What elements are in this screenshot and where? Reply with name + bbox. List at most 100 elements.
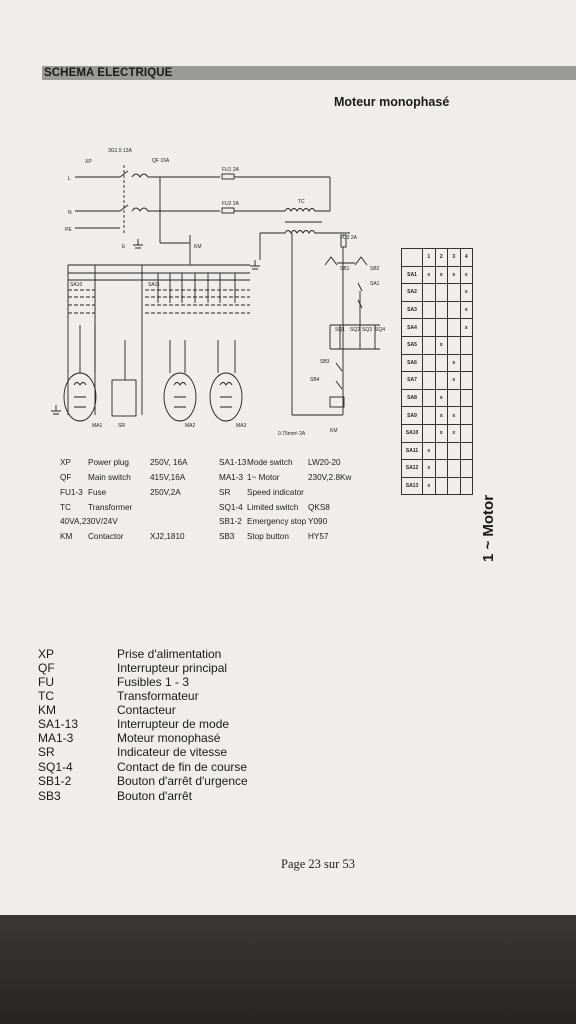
legend-code: SA1-13 bbox=[38, 717, 79, 731]
component-name: Speed indicator bbox=[247, 488, 304, 497]
legend-desc: Bouton d'arrêt bbox=[117, 789, 193, 803]
legend-code: FU bbox=[38, 675, 54, 689]
label-qf: QF 16A bbox=[152, 158, 170, 164]
legend-desc: Prise d'alimentation bbox=[117, 647, 222, 661]
legend-code: KM bbox=[38, 703, 56, 717]
table-cell bbox=[447, 300, 461, 320]
table-cell bbox=[447, 459, 461, 478]
label-e: E bbox=[122, 244, 126, 250]
component-code: XP bbox=[60, 458, 71, 467]
label-sq2: SQ2 bbox=[350, 327, 360, 333]
table-row-label: SA1 bbox=[401, 265, 423, 285]
table-cell bbox=[459, 388, 473, 408]
legend-desc: Interrupteur de mode bbox=[117, 717, 230, 731]
label-km2: KM bbox=[330, 428, 338, 434]
legend-code: SB3 bbox=[38, 789, 61, 803]
component-rating: HY57 bbox=[308, 532, 329, 541]
component-name: Emergency stop bbox=[247, 517, 307, 526]
table-cell bbox=[434, 353, 448, 373]
document-page: SCHEMA ELECTRIQUE Moteur monophasé bbox=[0, 0, 576, 918]
component-code: QF bbox=[60, 473, 72, 482]
table-cell bbox=[422, 335, 436, 355]
table-cell bbox=[422, 283, 436, 302]
label-sa10: SA10 bbox=[70, 282, 82, 288]
component-code: KM bbox=[60, 532, 73, 541]
legend-code: XP bbox=[38, 647, 55, 661]
legend-desc: Contact de fin de course bbox=[117, 760, 248, 774]
label-xp: XP bbox=[85, 159, 92, 165]
table-cell bbox=[447, 283, 461, 302]
label-sq4: SQ4 bbox=[375, 327, 385, 333]
component-name: 1~ Motor bbox=[247, 473, 280, 482]
legend-desc: Indicateur de vitesse bbox=[117, 745, 228, 759]
legend-code: SR bbox=[38, 745, 55, 759]
component-rating: LW20-20 bbox=[308, 458, 341, 467]
label-sb2: SB2 bbox=[370, 266, 380, 272]
table-column-header: 1 bbox=[422, 248, 436, 267]
table-cell bbox=[459, 476, 473, 496]
label-sa11: SA11 bbox=[148, 282, 160, 288]
table-cell: x bbox=[459, 318, 473, 337]
table-cell bbox=[422, 371, 436, 390]
table-cell bbox=[434, 476, 448, 496]
legend-code: MA1-3 bbox=[38, 731, 74, 745]
table-cell bbox=[459, 423, 473, 443]
table-cell bbox=[447, 441, 461, 461]
table-cell: x bbox=[447, 423, 461, 443]
table-cell bbox=[459, 353, 473, 373]
component-code: SR bbox=[219, 488, 231, 497]
table-cell: x bbox=[459, 300, 473, 320]
table-cell bbox=[434, 371, 448, 390]
table-cell: x bbox=[422, 476, 436, 496]
component-name: Mode switch bbox=[247, 458, 293, 467]
table-row-label: SA10 bbox=[401, 423, 423, 443]
table-row-label: SA3 bbox=[401, 300, 423, 320]
table-cell bbox=[434, 283, 448, 302]
component-name: Main switch bbox=[88, 473, 131, 482]
table-cell bbox=[459, 406, 473, 425]
component-name: Power plug bbox=[88, 458, 129, 467]
table-cell bbox=[434, 441, 448, 461]
table-cell: x bbox=[459, 283, 473, 302]
table-row-label: SA5 bbox=[401, 335, 423, 355]
component-code: 40VA,230V/24V bbox=[60, 517, 118, 526]
label-ma3: MA3 bbox=[236, 423, 247, 429]
component-rating: 250V, 16A bbox=[150, 458, 188, 467]
component-rating: 415V,16A bbox=[150, 473, 186, 482]
component-name: Fuse bbox=[88, 488, 107, 497]
table-cell bbox=[422, 423, 436, 443]
label-sr: SR bbox=[118, 423, 125, 429]
table-cell: x bbox=[459, 265, 473, 285]
label-km: KM bbox=[194, 244, 202, 250]
label-ma2: MA2 bbox=[185, 423, 196, 429]
table-cell bbox=[422, 300, 436, 320]
label-fu3: FU3 2A bbox=[340, 235, 358, 241]
component-name: Stop button bbox=[247, 532, 289, 541]
table-cell: x bbox=[422, 265, 436, 285]
component-name: Limited switch bbox=[247, 503, 299, 512]
table-row-label: SA13 bbox=[401, 476, 423, 496]
page-number: Page 23 sur 53 bbox=[281, 857, 355, 871]
component-code: TC bbox=[60, 503, 71, 512]
section-title: SCHEMA ELECTRIQUE bbox=[44, 67, 173, 79]
label-ma1: MA1 bbox=[92, 423, 103, 429]
component-rating: 230V,2.8Kw bbox=[308, 473, 352, 482]
table-cell bbox=[422, 353, 436, 373]
legend-code: SQ1-4 bbox=[38, 760, 73, 774]
table-cell bbox=[459, 459, 473, 478]
label-sa1: SA1 bbox=[370, 281, 380, 287]
legend-code: QF bbox=[38, 661, 55, 675]
table-cell: x bbox=[447, 265, 461, 285]
table-row: SA3 x bbox=[401, 300, 473, 320]
label-wire: 0.75mm² 2A bbox=[278, 431, 306, 437]
